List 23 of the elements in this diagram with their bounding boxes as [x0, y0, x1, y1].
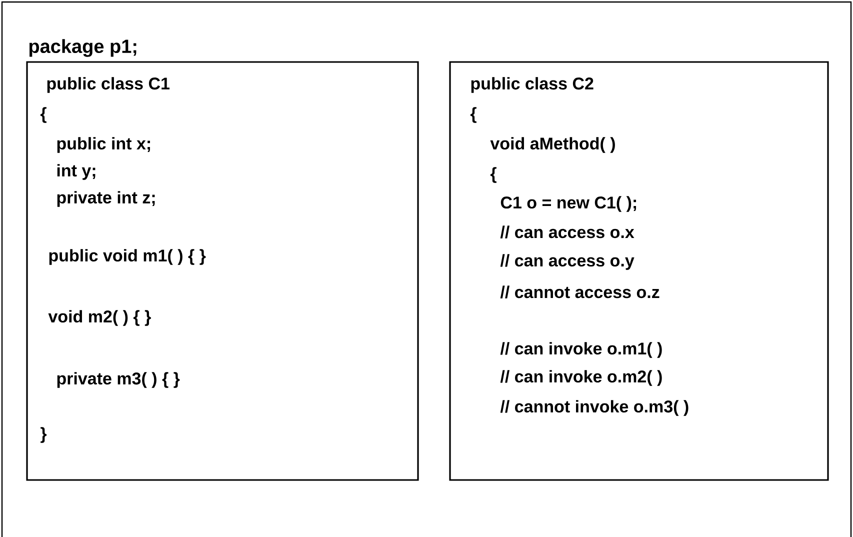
code-line: public void m1( ) { }	[49, 249, 206, 265]
code-line: private int z;	[57, 191, 155, 207]
package-heading: package p1;	[29, 39, 136, 57]
code-line: // cannot invoke o.m3( )	[500, 400, 688, 416]
code-line: void aMethod( )	[490, 137, 615, 153]
code-line: {	[490, 167, 496, 183]
code-line: // can access o.y	[500, 254, 634, 270]
code-line: public int x;	[57, 137, 150, 153]
code-line: // can invoke o.m2( )	[500, 370, 662, 386]
code-line: {	[470, 107, 476, 123]
code-line: public class C2	[471, 77, 594, 93]
code-line: void m2( ) { }	[48, 310, 151, 326]
code-line: }	[40, 427, 47, 443]
code-line: // can access o.x	[500, 226, 634, 238]
class-box	[449, 61, 829, 481]
code-line: int y;	[57, 164, 96, 180]
class-box	[26, 61, 419, 481]
code-line: C1 o = new C1( );	[500, 196, 636, 212]
code-line: public class C1	[47, 77, 170, 93]
code-line: // can invoke o.m1( )	[500, 342, 662, 358]
code-line: // cannot access o.z	[500, 286, 660, 298]
code-line: {	[40, 107, 46, 123]
code-line: private m3( ) { }	[57, 372, 180, 388]
